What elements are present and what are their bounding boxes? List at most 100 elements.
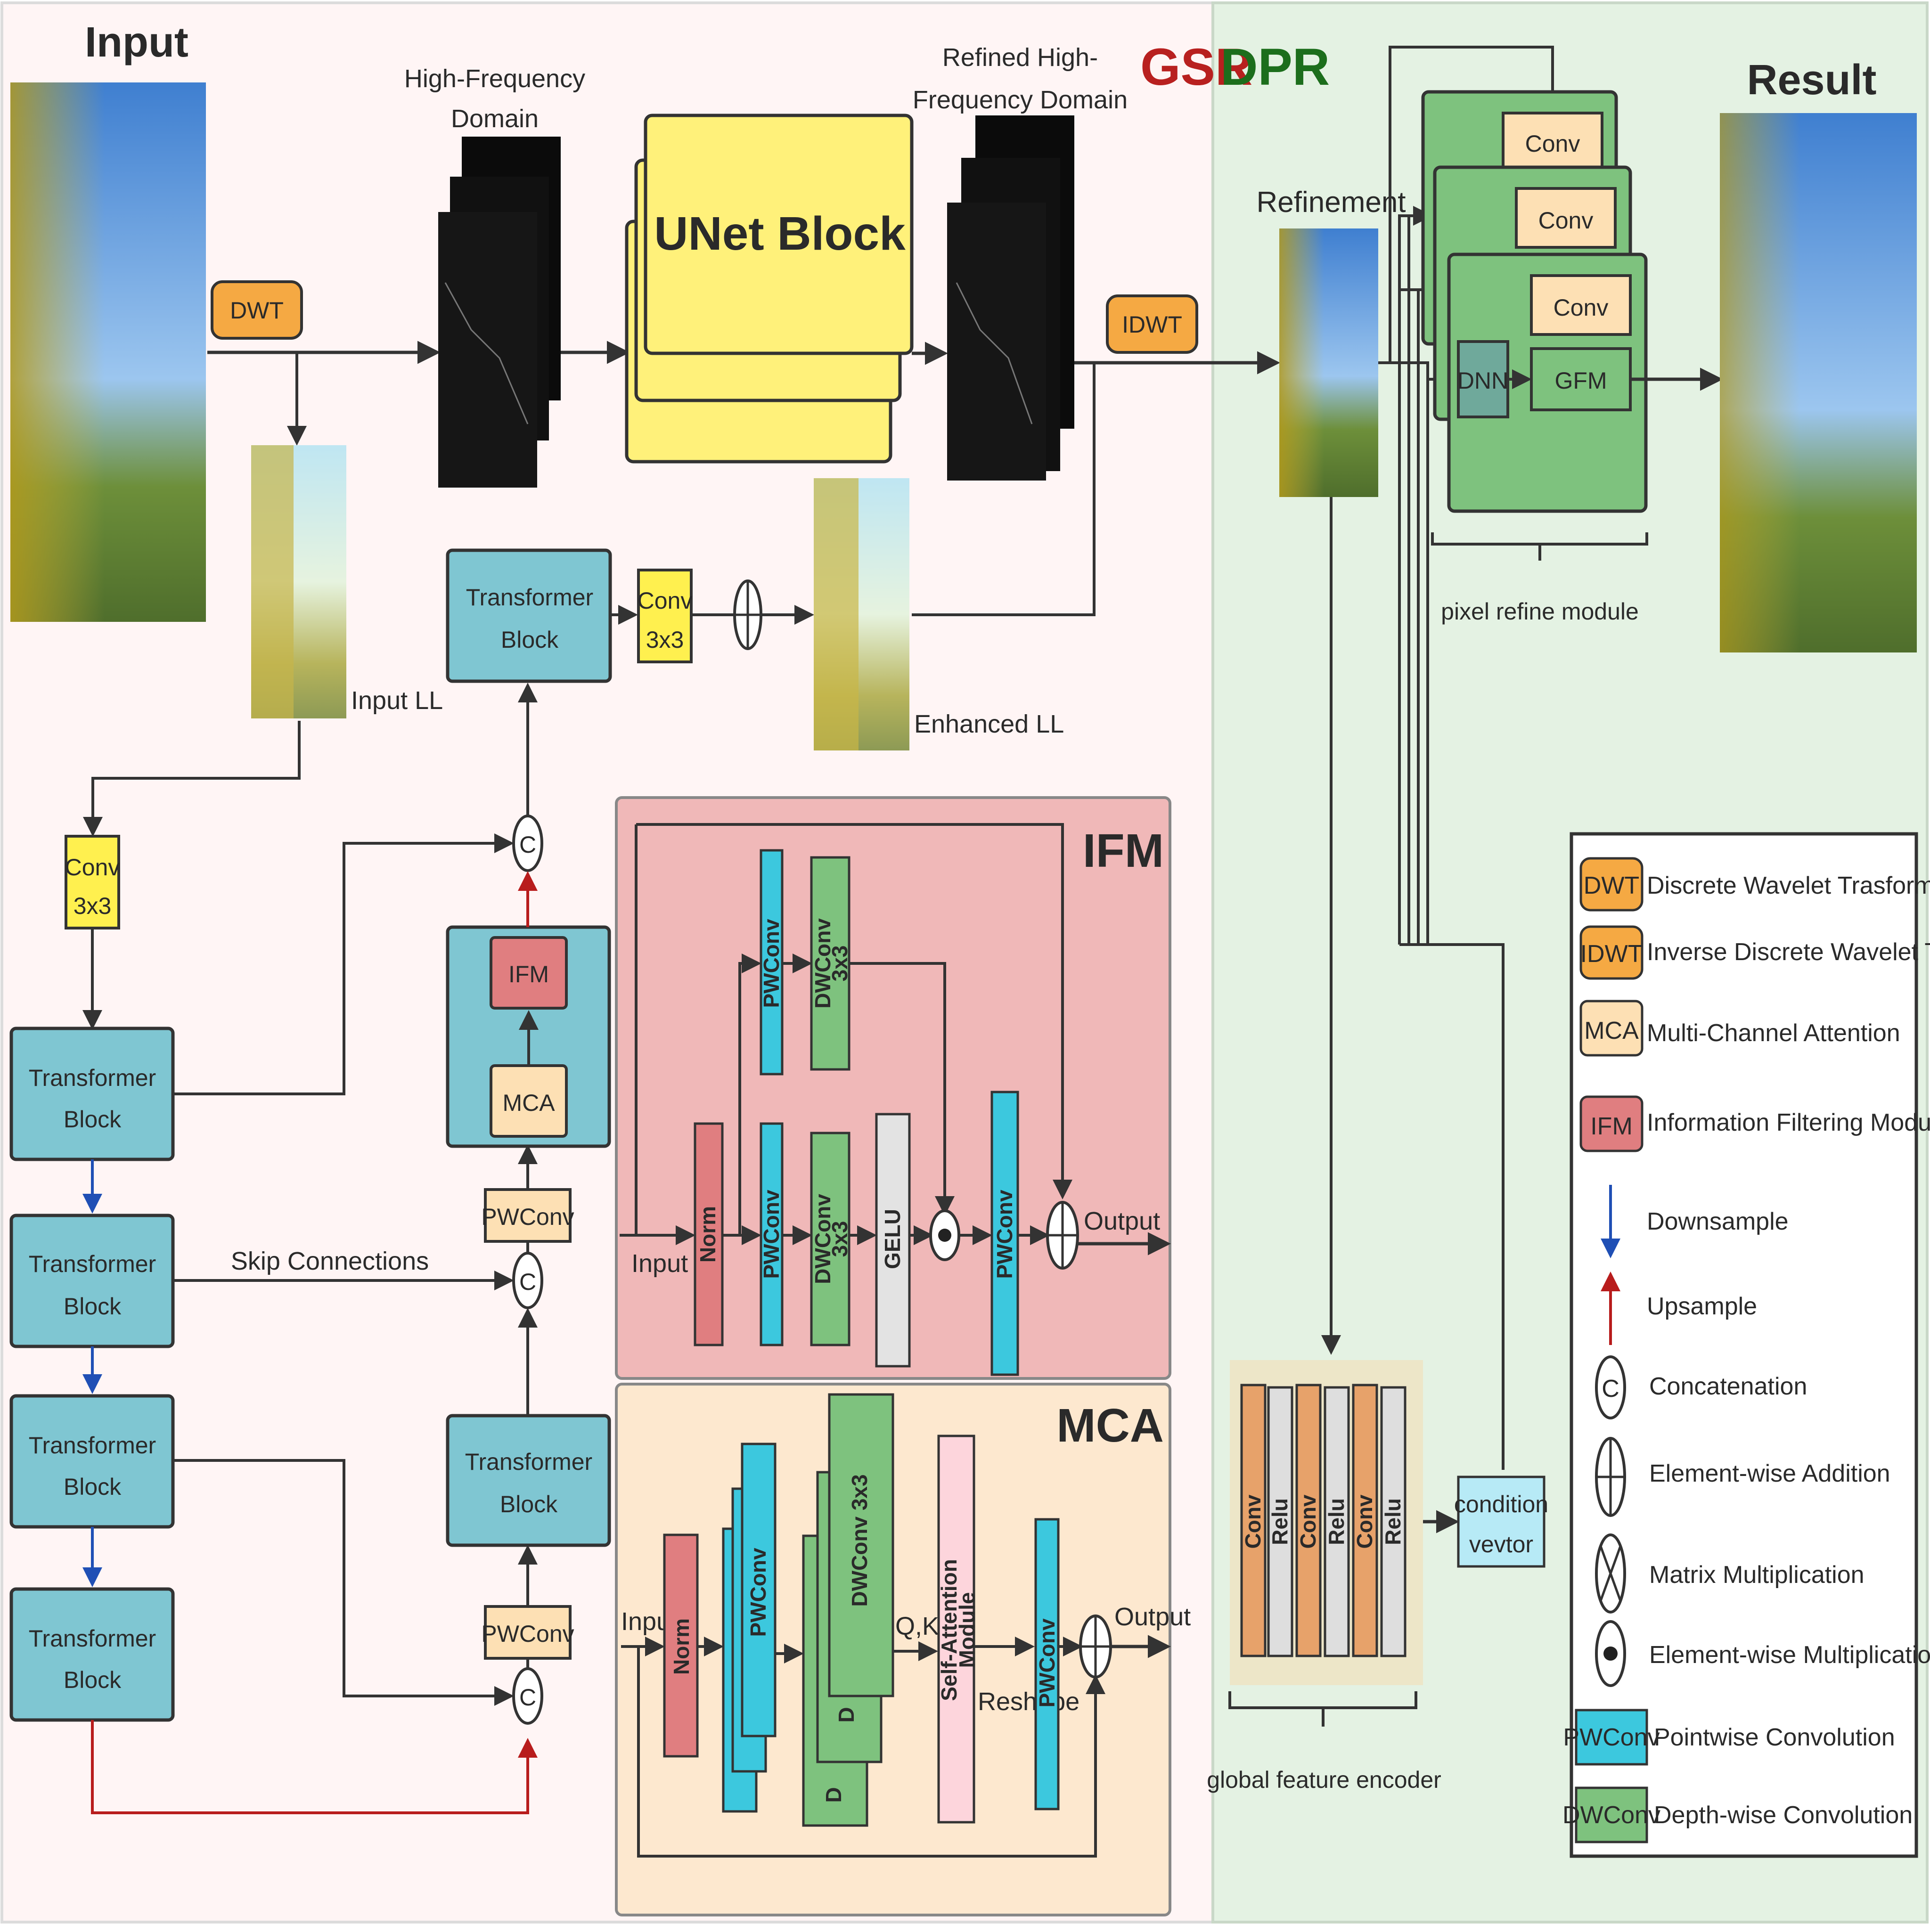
svg-text:Transformer: Transformer xyxy=(29,1251,156,1277)
svg-text:Conv: Conv xyxy=(1525,130,1580,157)
concat-top: C xyxy=(512,815,543,872)
svg-text:GELU: GELU xyxy=(880,1209,905,1269)
svg-text:Downsample: Downsample xyxy=(1647,1208,1789,1235)
legend-dwt-swatch xyxy=(1579,857,1644,912)
svg-text:Discrete Wavelet Trasformation: Discrete Wavelet Trasformation xyxy=(1647,872,1930,899)
svg-text:3x3: 3x3 xyxy=(827,1221,852,1257)
svg-text:Block: Block xyxy=(501,627,559,653)
svg-text:vevtor: vevtor xyxy=(1469,1531,1533,1557)
idwt-block: IDWT xyxy=(1106,294,1198,354)
svg-text:DNN: DNN xyxy=(1457,367,1508,394)
svg-text:C: C xyxy=(519,1269,536,1295)
svg-text:Relu: Relu xyxy=(1324,1498,1349,1545)
high-freq-label-1: High-Frequency xyxy=(404,65,585,93)
svg-text:Transformer: Transformer xyxy=(466,584,593,611)
result-label: Result xyxy=(1747,57,1876,104)
input-ll-to-conv-line xyxy=(83,721,301,837)
unet-block: UNet Block xyxy=(625,114,914,464)
svg-text:Transformer: Transformer xyxy=(29,1625,156,1652)
ifm-mca-block: MCA IFM xyxy=(446,925,611,1148)
input-label: Input xyxy=(85,19,188,66)
refined-label-1: Refined High- xyxy=(942,43,1098,72)
svg-text:Block: Block xyxy=(64,1667,122,1693)
svg-text:3x3: 3x3 xyxy=(646,627,684,653)
svg-text:C: C xyxy=(519,1684,536,1711)
svg-text:Self-Attention: Self-Attention xyxy=(937,1559,961,1701)
skip-enc1 xyxy=(173,833,514,1095)
svg-text:Conv: Conv xyxy=(1296,1494,1320,1549)
refinement-image xyxy=(1279,228,1378,497)
svg-text:IFM: IFM xyxy=(1590,1113,1633,1140)
svg-text:Information Filtering Module: Information Filtering Module xyxy=(1647,1109,1930,1136)
transformer-block-enc-2: Transformer Block xyxy=(9,1214,175,1348)
svg-text:PWConv: PWConv xyxy=(1035,1618,1059,1708)
svg-text:Norm: Norm xyxy=(695,1206,720,1263)
legend-dwconv-swatch xyxy=(1575,1786,1648,1843)
svg-text:PWConv: PWConv xyxy=(992,1190,1017,1279)
enhanced-ll-image xyxy=(814,478,909,750)
svg-text:Reshape: Reshape xyxy=(978,1687,1079,1716)
ifm-dwconv-top xyxy=(810,856,851,1071)
svg-text:PWConv: PWConv xyxy=(481,1621,574,1647)
svg-text:Block: Block xyxy=(500,1491,558,1517)
svg-text:PWConv: PWConv xyxy=(481,1204,574,1230)
svg-text:DWConv 3x3: DWConv 3x3 xyxy=(847,1474,872,1606)
svg-text:Conv: Conv xyxy=(65,854,120,880)
legend-mca-swatch xyxy=(1579,1000,1644,1057)
pixel-refine-module-label: pixel refine module xyxy=(1441,598,1639,625)
legend-pwconv-swatch xyxy=(1575,1709,1648,1766)
global-feature-encoder: Conv Relu Conv Relu Conv Relu xyxy=(1228,1360,1423,1727)
transformer-block-dec-1: Transformer Block xyxy=(446,1414,611,1547)
upsample-enc4 xyxy=(91,1720,538,1814)
svg-text:PWConv: PWConv xyxy=(759,1190,784,1279)
svg-text:Transformer: Transformer xyxy=(29,1432,156,1459)
gsr-title: GSR xyxy=(1140,38,1252,96)
svg-text:C: C xyxy=(1602,1375,1619,1402)
transformer-block-enc-4: Transformer Block xyxy=(9,1587,175,1722)
svg-text:Conv: Conv xyxy=(1352,1494,1377,1549)
ifm-small xyxy=(490,936,568,1010)
high-freq-label-2: Domain xyxy=(451,105,539,133)
ifm-pwconv-out xyxy=(990,1091,1019,1376)
concat-bottom: C xyxy=(512,1667,543,1725)
svg-text:PWConv: PWConv xyxy=(759,919,784,1008)
transformer-block-top: Transformer Block xyxy=(446,548,612,683)
svg-text:Output: Output xyxy=(1084,1207,1160,1235)
mca-pwconv-out xyxy=(1034,1518,1060,1810)
svg-text:Block: Block xyxy=(64,1474,122,1500)
svg-text:GFM: GFM xyxy=(1554,367,1607,394)
pixel-refine-module: Conv Conv Conv DNN GFM xyxy=(1421,90,1723,561)
conv3x3-left: Conv 3x3 xyxy=(65,835,120,929)
add-top xyxy=(733,579,762,650)
dnn-block xyxy=(1457,340,1509,418)
svg-text:PWConv: PWConv xyxy=(746,1548,770,1637)
mca-detail-panel: MCA Input Norm PWConv D D DWConv 3x3 Q,K… xyxy=(615,1383,1191,1916)
transformer-block-enc-1: Transformer Block xyxy=(9,1027,175,1161)
svg-text:IFM: IFM xyxy=(1083,824,1164,877)
svg-text:Multi-Channel Attention: Multi-Channel Attention xyxy=(1647,1019,1900,1047)
svg-text:Module: Module xyxy=(955,1592,979,1668)
svg-text:Conv: Conv xyxy=(1554,294,1609,321)
refined-label-2: Frequency Domain xyxy=(913,86,1128,114)
svg-text:Transformer: Transformer xyxy=(29,1065,156,1091)
concat-middle: C xyxy=(512,1252,543,1309)
enhanced-ll-to-idwt-line xyxy=(912,363,1096,616)
svg-text:condition: condition xyxy=(1454,1491,1548,1517)
pwconv-middle: PWConv xyxy=(481,1188,574,1243)
svg-text:Matrix Multiplication: Matrix Multiplication xyxy=(1649,1561,1865,1589)
ifm-input-label: Input xyxy=(631,1249,688,1278)
global-feature-encoder-label: global feature encoder xyxy=(1207,1767,1441,1793)
ifm-dwconv xyxy=(810,1132,851,1346)
svg-text:MCA: MCA xyxy=(1056,1399,1164,1452)
svg-text:Element-wise Addition: Element-wise Addition xyxy=(1649,1460,1890,1487)
transformer-block-enc-3: Transformer Block xyxy=(9,1394,175,1529)
dwt-block: DWT xyxy=(211,280,303,340)
input-image xyxy=(10,82,206,622)
ifm-gelu xyxy=(875,1113,911,1368)
svg-text:Pointwise Convolution: Pointwise Convolution xyxy=(1654,1724,1895,1751)
legend: DWT Discrete Wavelet Trasformation IDWT … xyxy=(1562,832,1930,1858)
refinement-label: Refinement xyxy=(1256,186,1406,219)
legend-ifm-swatch xyxy=(1579,1095,1644,1152)
svg-text:Conv: Conv xyxy=(1538,207,1594,234)
